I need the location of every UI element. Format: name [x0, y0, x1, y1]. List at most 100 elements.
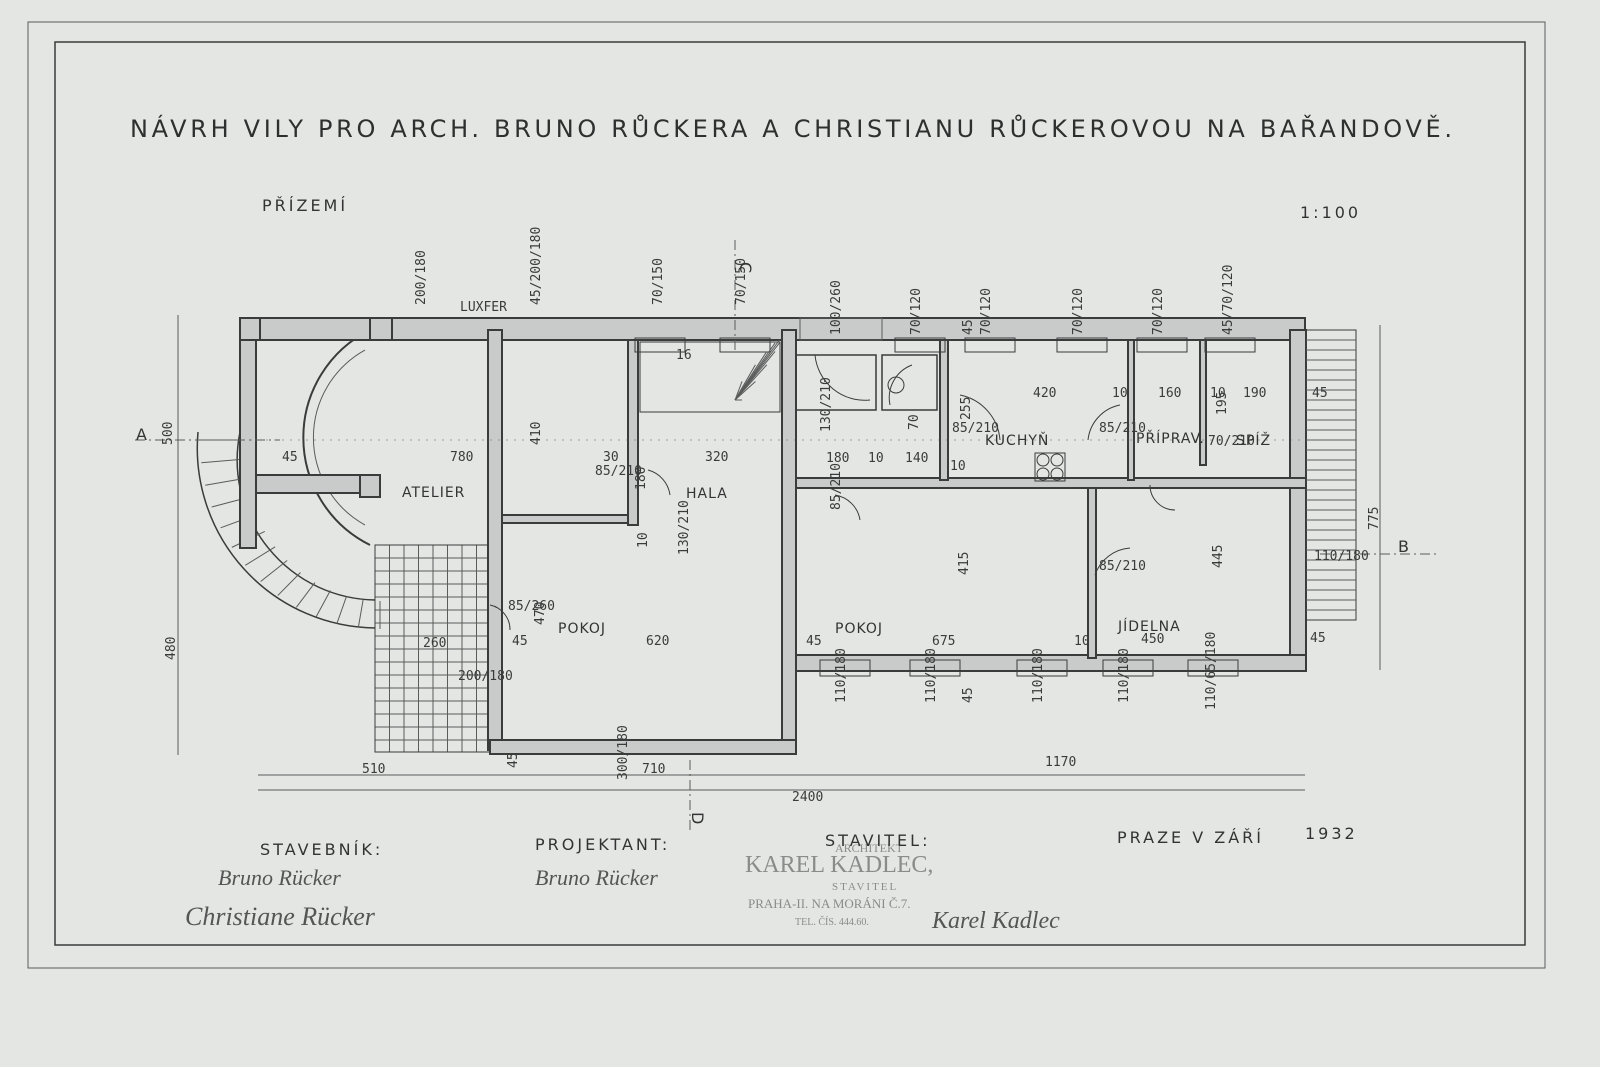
window	[1187, 659, 1239, 677]
dimension-label: 500	[161, 422, 176, 445]
dimension-label: 45	[1310, 631, 1326, 646]
dimension-label: 100/260	[829, 280, 844, 335]
stamp-phone: TEL. ČÍS. 444.60.	[795, 916, 869, 928]
window	[1204, 337, 1256, 353]
dimension-label: 110/180	[834, 648, 849, 703]
stair-tread	[205, 478, 245, 486]
stair-tread	[336, 596, 347, 624]
dimension-label: 1170	[1045, 755, 1076, 770]
stamp-role: STAVITEL	[832, 881, 898, 893]
dimension-label: 10	[1074, 634, 1090, 649]
dimension-label: 110/180	[1031, 648, 1046, 703]
room-label-hala: HALA	[686, 486, 728, 502]
dimension-labels: 200/180 45/200/180 70/150 70/150 100/260 70/1…	[161, 227, 1382, 805]
dimension-label: 85/210	[595, 464, 642, 479]
dimension-label: 620	[646, 634, 669, 649]
stair-tread	[315, 590, 331, 617]
dimension-label: 85/210	[1099, 559, 1146, 574]
section-marker-b: B	[1398, 537, 1412, 556]
dimension-label: 85/210	[1099, 421, 1146, 436]
stair-outer-edge	[196, 431, 376, 629]
stamp-overprint: ARCHITEKT	[835, 841, 904, 855]
ground-floor-plan	[135, 240, 1440, 830]
floor-label: PŘÍZEMÍ	[262, 196, 348, 215]
room-label-atelier: ATELIER	[402, 485, 465, 501]
projektant-label: PROJEKTANT:	[535, 835, 670, 854]
dimension-label: 190	[1243, 386, 1266, 401]
dimension-label: 45	[961, 319, 976, 335]
stavitel-signature: Karel Kadlec	[931, 908, 1060, 934]
curved-stair	[196, 431, 381, 629]
dimension-label: 200/180	[458, 669, 513, 684]
dimension-label: 45	[806, 634, 822, 649]
year: 1932	[1305, 824, 1358, 843]
window	[1056, 337, 1108, 353]
window	[894, 337, 946, 353]
dimension-label: 70/120	[1151, 288, 1166, 335]
dimension-label: 710	[642, 762, 665, 777]
dimension-label: 450	[1141, 632, 1164, 647]
dimension-label: 45	[512, 634, 528, 649]
dimension-label: 180	[634, 467, 649, 490]
dimension-label: 775	[1367, 507, 1382, 530]
dimension-label: 260	[423, 636, 446, 651]
dimension-label: 140	[905, 451, 928, 466]
window	[964, 337, 1016, 353]
window	[1102, 659, 1154, 677]
room-label-priprav: PŘÍPRAV.	[1136, 430, 1205, 447]
dimension-label: 445	[1211, 545, 1226, 568]
stair-steps-note: 16	[676, 348, 692, 363]
dimension-label: 70/120	[1071, 288, 1086, 335]
dimension-label: 470	[533, 602, 548, 625]
dimension-label: 10	[1210, 386, 1226, 401]
dimension-label: 200/180	[414, 250, 429, 305]
dimension-label: 45	[282, 450, 298, 465]
dimension-label: 70	[907, 414, 922, 430]
dimension-label: 160	[1158, 386, 1181, 401]
dimension-label: 70/120	[909, 288, 924, 335]
place-date: PRAZE V ZÁŘÍ	[1117, 828, 1264, 847]
luxfer-note: LUXFER	[460, 300, 507, 315]
dimension-label: 10	[868, 451, 884, 466]
window	[1016, 659, 1068, 677]
stavebnik-signature-2: Christiane Rücker	[185, 902, 376, 931]
dimension-label: 45	[506, 752, 521, 768]
dimension-label: 10	[1112, 386, 1128, 401]
dimension-label: 420	[1033, 386, 1056, 401]
outer-frame	[27, 21, 1546, 969]
dimension-label: 255	[959, 397, 974, 420]
dimension-label: 410	[529, 422, 544, 445]
stair-outer-edge	[236, 431, 376, 601]
dimension-label: 320	[705, 450, 728, 465]
dimension-label: 70/150	[734, 258, 749, 305]
stair-tread	[734, 364, 756, 401]
dimension-label: 70/120	[979, 288, 994, 335]
dimension-label: 45	[961, 687, 976, 703]
window	[634, 337, 686, 353]
dimension-label: 780	[450, 450, 473, 465]
stavebnik-signature-1: Bruno Rücker	[218, 865, 341, 890]
dimension-label: 70/150	[651, 258, 666, 305]
dimension-label: 70/210	[1208, 434, 1255, 449]
room-label-kuchyn: KUCHYŇ	[985, 432, 1049, 449]
stair-outline	[639, 341, 781, 413]
dimension-label: 30	[603, 450, 619, 465]
stair-tread	[295, 582, 316, 608]
projektant-signature: Bruno Rücker	[535, 865, 658, 890]
window	[909, 659, 961, 677]
dimension-label: 480	[164, 637, 179, 660]
dimension-label: 110/65/180	[1204, 632, 1219, 710]
dimension-label: 45/200/180	[529, 227, 544, 305]
room-label-jidelna: JÍDELNA	[1117, 618, 1181, 635]
dimension-label: 85/210	[952, 421, 999, 436]
dimension-label: 85/210	[829, 463, 844, 510]
room-label-spiz: SPÍŽ	[1236, 431, 1271, 449]
window	[719, 337, 771, 353]
dimension-label: 110/180	[924, 648, 939, 703]
scale-label: 1:100	[1300, 203, 1361, 222]
window	[1136, 337, 1188, 353]
section-marker-a: A	[136, 425, 150, 444]
stair-tread	[201, 458, 242, 464]
